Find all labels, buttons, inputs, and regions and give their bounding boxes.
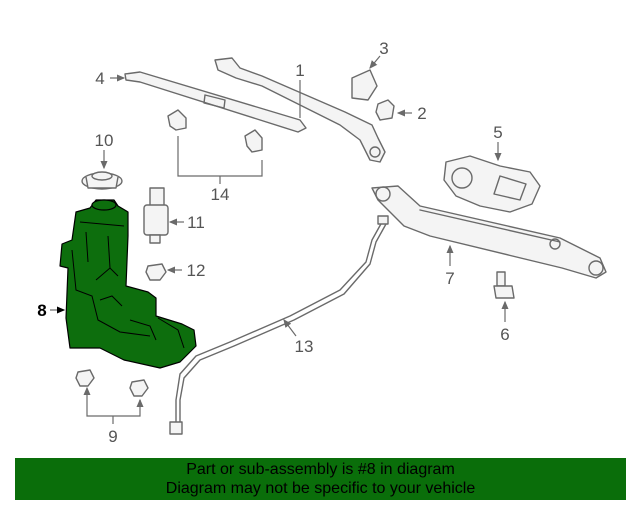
notice-banner: Part or sub-assembly is #8 in diagram Di… [15, 458, 626, 500]
notice-line-1: Part or sub-assembly is #8 in diagram [186, 461, 455, 478]
callout-2[interactable]: 2 [417, 104, 426, 123]
callout-11[interactable]: 11 [187, 213, 205, 232]
leader-9 [86, 392, 141, 417]
reservoir-cap [81, 171, 123, 190]
callout-13[interactable]: 13 [295, 337, 314, 356]
washer-pump [143, 187, 169, 244]
parts-diagram: 1 2 3 4 5 6 7 8 9 10 11 12 13 14 [37, 39, 607, 446]
callout-14[interactable]: 14 [211, 185, 230, 204]
callout-3[interactable]: 3 [379, 39, 388, 58]
callout-9[interactable]: 9 [108, 427, 117, 446]
washer-reservoir[interactable] [59, 199, 197, 369]
callout-7[interactable]: 7 [445, 269, 454, 288]
callout-10[interactable]: 10 [95, 131, 114, 150]
linkage-bolt [493, 271, 515, 299]
leader-13 [283, 319, 297, 337]
wiper-blade [124, 71, 307, 133]
callout-12[interactable]: 12 [187, 261, 206, 280]
washer-hose [169, 215, 389, 435]
callout-1[interactable]: 1 [295, 61, 304, 80]
notice-line-2: Diagram may not be specific to your vehi… [165, 480, 476, 497]
wiper-linkage [371, 185, 607, 279]
pump-grommet [145, 263, 167, 281]
callout-8[interactable]: 8 [37, 301, 46, 320]
leader-3 [369, 55, 381, 69]
callout-5[interactable]: 5 [493, 123, 502, 142]
arm-nut [375, 99, 395, 121]
reservoir-grommets [75, 369, 149, 397]
washer-nozzles [167, 109, 263, 153]
callout-6[interactable]: 6 [500, 325, 509, 344]
arm-cap [351, 69, 378, 101]
wiper-arm [214, 57, 386, 163]
wiper-motor [443, 155, 541, 213]
callout-4[interactable]: 4 [95, 69, 104, 88]
